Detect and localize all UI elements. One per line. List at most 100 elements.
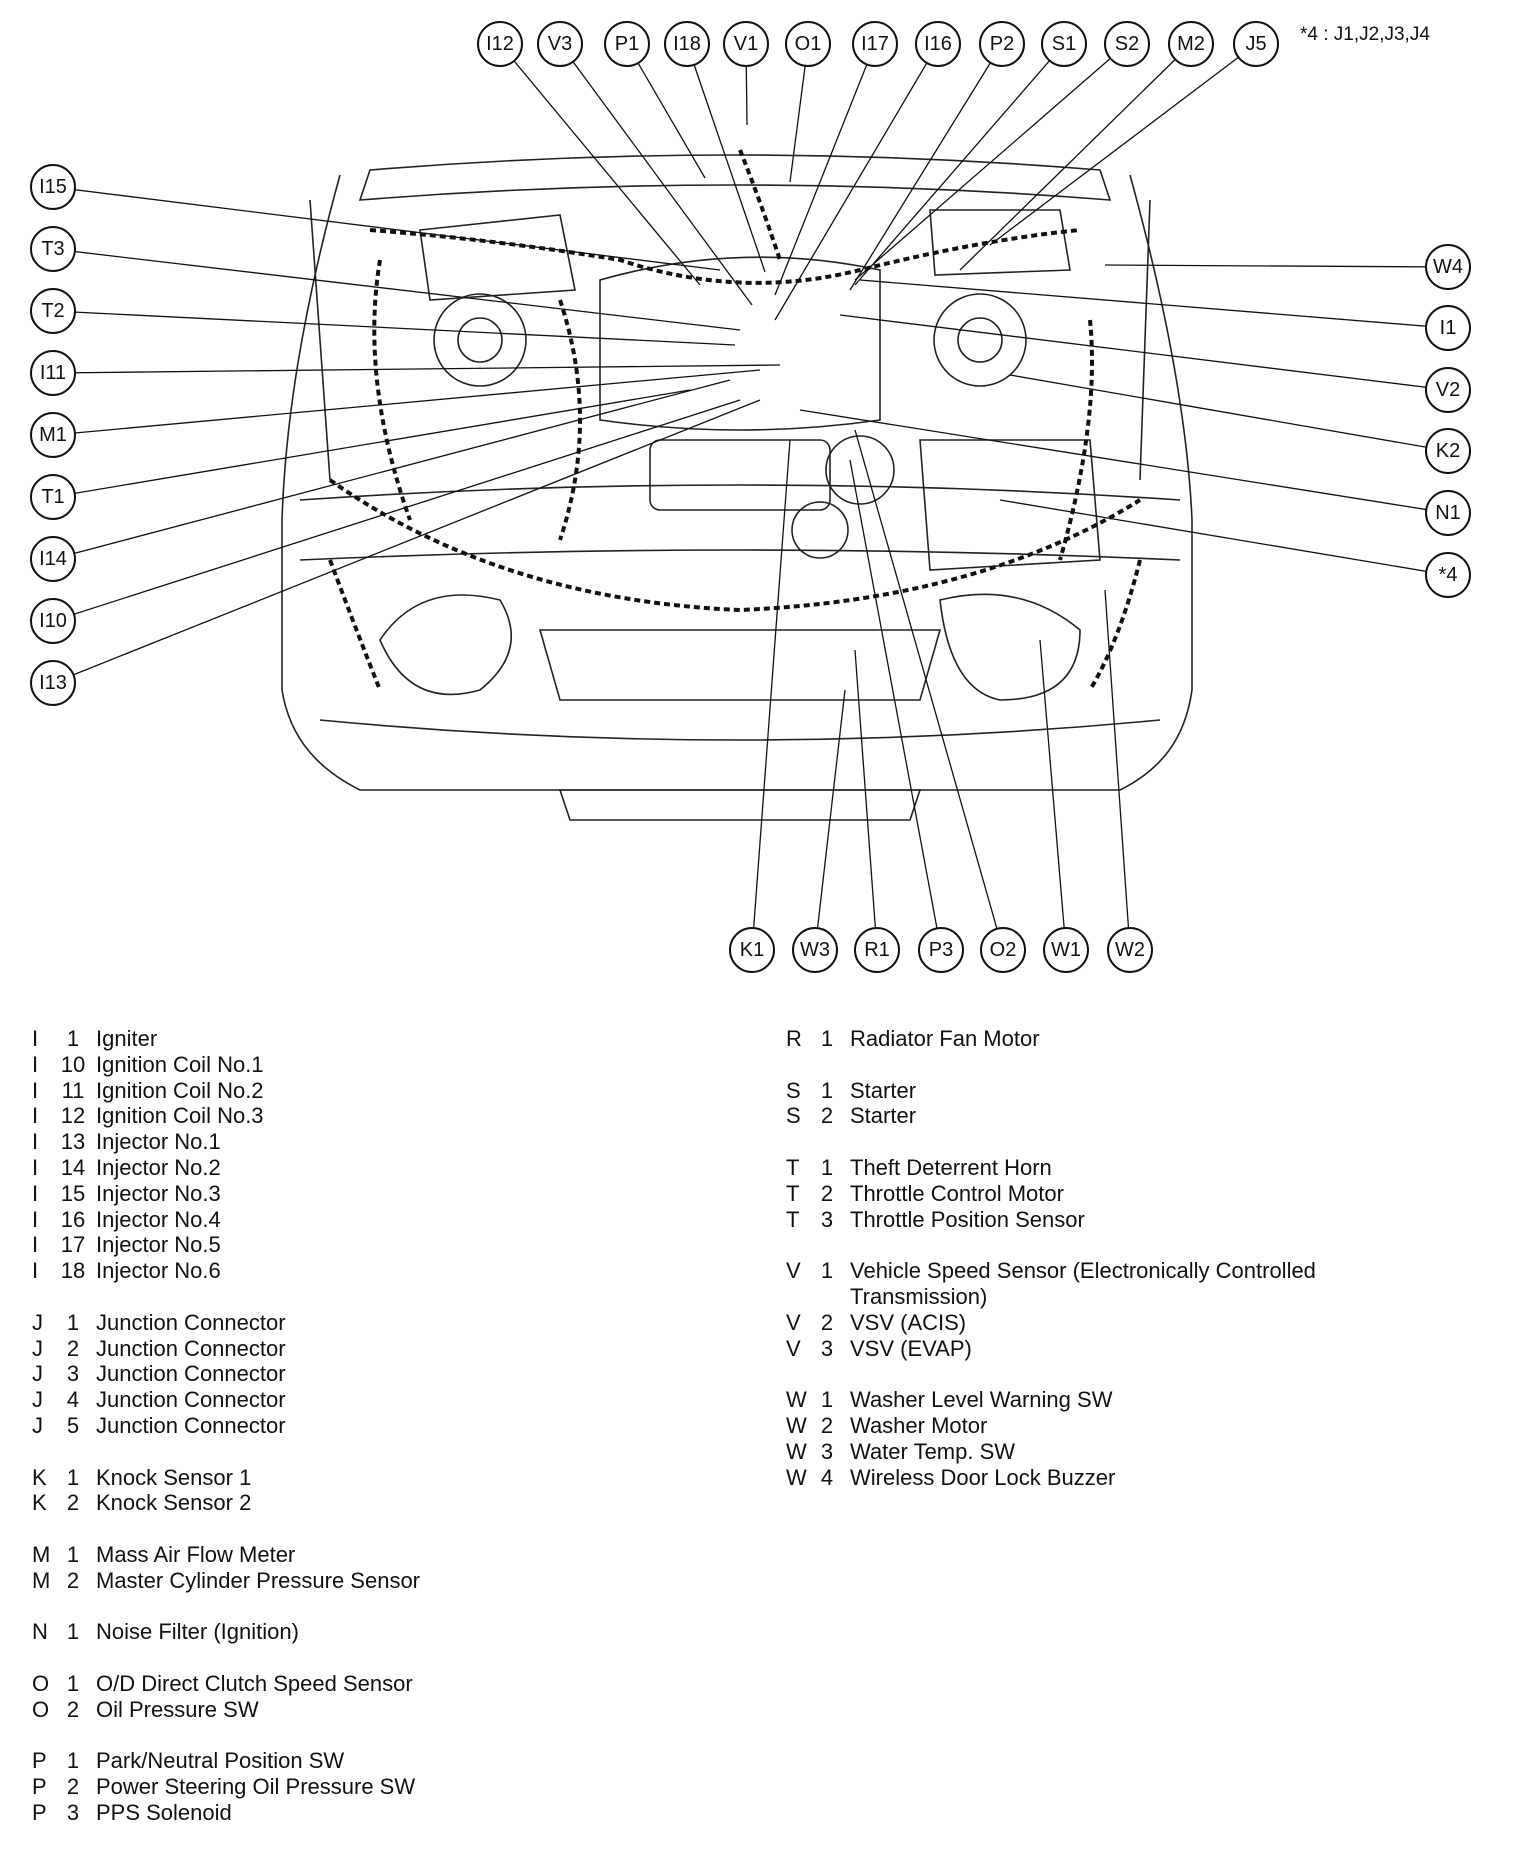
legend-description: Throttle Control Motor <box>850 1180 1064 1206</box>
callout-circle-t3 <box>30 226 76 272</box>
leader-o2 <box>854 429 1004 951</box>
callout-label-m2: M2 <box>1177 33 1205 55</box>
callout-circle-i14 <box>30 536 76 582</box>
legend-description: Park/Neutral Position SW <box>96 1748 345 1774</box>
leader-t1 <box>52 389 691 498</box>
legend-letter: I <box>32 1180 39 1206</box>
legend-number: 16 <box>60 1206 86 1232</box>
callout-label-w3: W3 <box>800 939 830 961</box>
legend-letter: W <box>786 1438 807 1464</box>
callout-label-m1: M1 <box>39 424 67 446</box>
callout-circle-v1 <box>723 21 769 67</box>
leader-r1 <box>854 649 878 951</box>
legend-number: 1 <box>66 1026 80 1051</box>
legend-letter: T <box>786 1180 800 1206</box>
legend-number: 18 <box>60 1258 86 1284</box>
callout-circle-w3 <box>792 927 838 973</box>
legend-letter <box>786 1284 808 1310</box>
callout-circle-i18 <box>664 21 710 67</box>
legend-number: 1 <box>820 1387 834 1413</box>
leader-w2 <box>1104 589 1131 951</box>
legend-description: Mass Air Flow Meter <box>96 1541 296 1567</box>
callout-circle-w2 <box>1107 927 1153 973</box>
legend-description: Water Temp. SW <box>850 1438 1016 1464</box>
legend-letter: V <box>786 1309 801 1335</box>
callout-label-t1: T1 <box>41 486 64 508</box>
legend-number: 3 <box>820 1206 834 1232</box>
callout-label-w1: W1 <box>1051 939 1081 961</box>
legend-description: Power Steering Oil Pressure SW <box>96 1774 416 1800</box>
callout-label-i17: I17 <box>861 33 889 55</box>
callout-circle-i17 <box>852 21 898 67</box>
legend-description: Ignition Coil No.2 <box>96 1077 264 1103</box>
callout-label-i18: I18 <box>673 33 701 55</box>
callout-label-4: *4 <box>1439 564 1458 586</box>
legend-number: 1 <box>66 1670 80 1696</box>
callout-label-i11: I11 <box>40 362 66 384</box>
legend-letter: O <box>32 1670 50 1696</box>
legend-letter: S <box>786 1103 801 1129</box>
callout-label-i12: I12 <box>486 33 514 55</box>
legend-letter: N <box>32 1619 48 1645</box>
callout-circle-j5 <box>1233 21 1279 67</box>
leader-i18 <box>686 43 766 273</box>
leader-t2 <box>52 310 736 346</box>
legend-letter: J <box>32 1361 43 1387</box>
callout-circle-r1 <box>854 927 900 973</box>
legend-description: Wireless Door Lock Buzzer <box>850 1464 1116 1490</box>
legend-letter: W <box>786 1464 807 1490</box>
legend-description: Injector No.5 <box>96 1232 221 1258</box>
legend-number: 11 <box>61 1077 85 1103</box>
callout-label-i15: I15 <box>39 176 67 198</box>
leader-i17 <box>774 43 876 296</box>
legend-letter: J <box>32 1335 43 1361</box>
legend-description: O/D Direct Clutch Speed Sensor <box>96 1670 413 1696</box>
leader-j5 <box>989 43 1257 246</box>
callout-label-o1: O1 <box>795 33 822 55</box>
leader-lines <box>52 43 1449 951</box>
legend-description: Oil Pressure SW <box>96 1696 259 1722</box>
legend-number: 1 <box>66 1541 80 1567</box>
legend-letter: K <box>32 1464 47 1490</box>
leader-i10 <box>52 399 741 622</box>
callout-circle-t1 <box>30 474 76 520</box>
legend-letter: P <box>32 1774 47 1800</box>
legend-right-item: Transmission) <box>786 1284 1316 1310</box>
leader-v2 <box>839 314 1449 391</box>
callout-label-t2: T2 <box>41 300 64 322</box>
legend-description: Junction Connector <box>96 1309 286 1335</box>
legend-number: 3 <box>820 1438 834 1464</box>
callout-label-i16: I16 <box>924 33 952 55</box>
callout-circle-s2 <box>1104 21 1150 67</box>
callout-label-n1: N1 <box>1435 502 1461 524</box>
leader-p1 <box>626 43 706 179</box>
legend-number: 2 <box>820 1309 834 1335</box>
leader-i13 <box>52 399 761 684</box>
legend-description: Master Cylinder Pressure Sensor <box>96 1567 421 1593</box>
callout-circle-s1 <box>1041 21 1087 67</box>
callout-circle-k1 <box>729 927 775 973</box>
legend-description: Washer Level Warning SW <box>850 1387 1113 1413</box>
callout-label-p3: P3 <box>929 939 953 961</box>
legend-description: Junction Connector <box>96 1387 286 1413</box>
legend-letter: V <box>786 1335 801 1361</box>
legend-number: 3 <box>66 1361 80 1387</box>
